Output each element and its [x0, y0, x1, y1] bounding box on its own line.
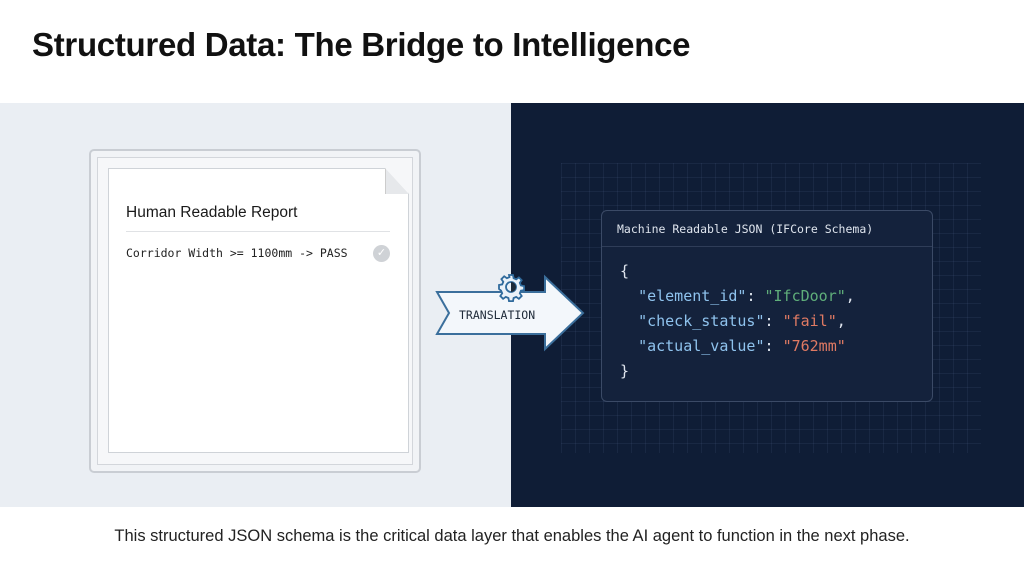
gear-icon [498, 274, 525, 302]
caption: This structured JSON schema is the criti… [114, 527, 910, 545]
json-key: "element_id" [638, 287, 747, 305]
report-row: Corridor Width >= 1100mm -> PASS [126, 246, 348, 260]
report-title: Human Readable Report [126, 204, 298, 221]
json-line: "element_id": "IfcDoor", [638, 287, 855, 305]
report-document [108, 168, 409, 453]
translation-arrow-icon [435, 274, 585, 352]
json-sep: , [836, 312, 846, 330]
json-value: "IfcDoor" [764, 287, 846, 305]
json-line: "actual_value": "762mm" [638, 337, 846, 355]
json-open-brace: { [620, 262, 630, 280]
json-panel-header: Machine Readable JSON (IFCore Schema) [602, 211, 932, 247]
slide-title: Structured Data: The Bridge to Intellige… [32, 26, 691, 63]
check-circle-icon: ✓ [373, 245, 390, 262]
divider [126, 231, 390, 232]
json-sep: , [845, 287, 855, 305]
json-value: "fail" [782, 312, 837, 330]
json-value: "762mm" [782, 337, 846, 355]
json-code: { "element_id": "IfcDoor", "check_status… [602, 247, 932, 384]
json-line: "check_status": "fail", [638, 312, 846, 330]
json-key: "actual_value" [638, 337, 765, 355]
translation-label: TRANSLATION [459, 308, 536, 322]
json-panel: Machine Readable JSON (IFCore Schema) { … [601, 210, 933, 402]
json-close-brace: } [620, 362, 630, 380]
json-key: "check_status" [638, 312, 765, 330]
